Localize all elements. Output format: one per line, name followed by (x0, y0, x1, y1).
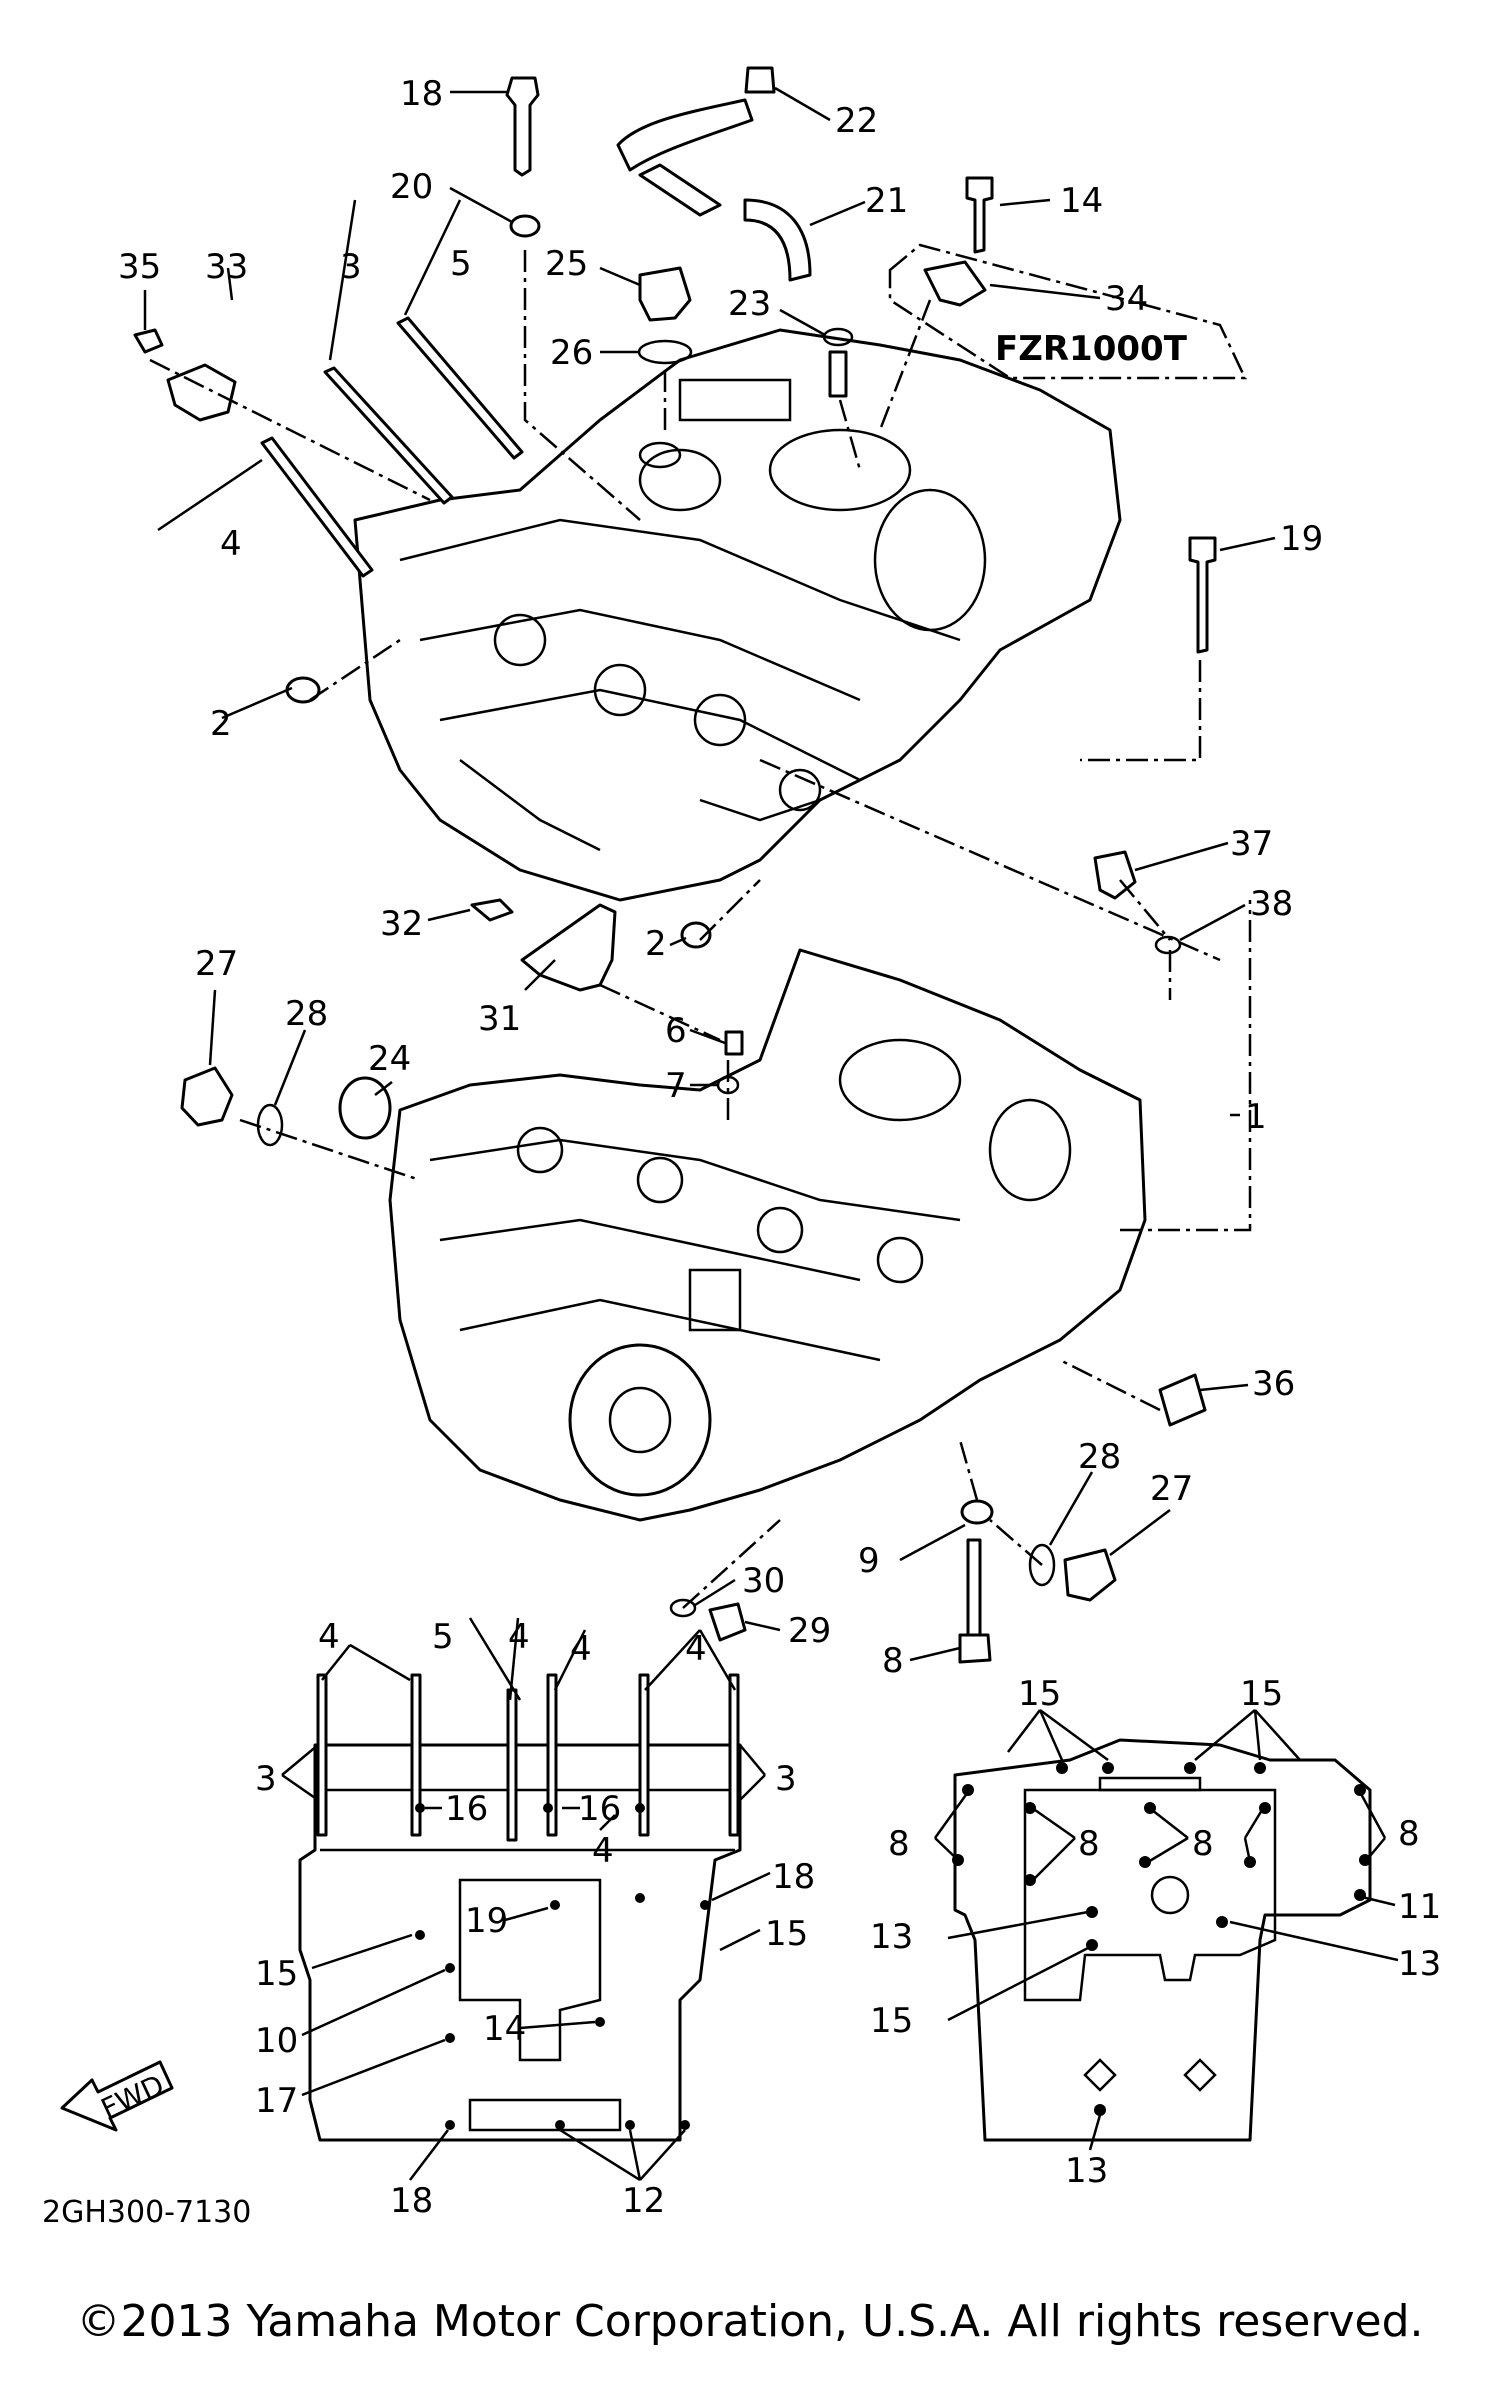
callout-8: 8 (882, 1641, 904, 1681)
callout-23: 23 (728, 284, 771, 324)
callout-2-lower: 2 (645, 924, 667, 964)
callout-36: 36 (1252, 1364, 1295, 1404)
left-inset-4c: 4 (570, 1629, 592, 1669)
callout-28-right: 28 (1078, 1437, 1121, 1477)
callout-19: 19 (1280, 519, 1323, 559)
left-inset-15a: 15 (255, 1954, 298, 1994)
callout-14: 14 (1060, 181, 1103, 221)
callout-9: 9 (858, 1541, 880, 1581)
callout-1: 1 (1245, 1097, 1267, 1137)
left-inset-19: 19 (465, 1901, 508, 1941)
left-inset-3b: 3 (775, 1759, 797, 1799)
callout-7: 7 (665, 1066, 687, 1106)
left-inset-15b: 15 (765, 1914, 808, 1954)
model-variant-label: FZR1000T (995, 329, 1188, 369)
left-inset-5: 5 (432, 1617, 454, 1657)
left-inset-10: 10 (255, 2021, 298, 2061)
left-inset-16b: 16 (578, 1789, 621, 1829)
right-inset-13c: 13 (1065, 2151, 1108, 2191)
callout-26: 26 (550, 333, 593, 373)
callout-22: 22 (835, 101, 878, 141)
callout-34: 34 (1105, 279, 1148, 319)
left-inset-17: 17 (255, 2081, 298, 2121)
left-inset-4e: 4 (592, 1831, 614, 1871)
callout-28-left: 28 (285, 994, 328, 1034)
left-inset-4b: 4 (508, 1617, 530, 1657)
right-inset-11: 11 (1398, 1887, 1441, 1927)
callout-27-right: 27 (1150, 1469, 1193, 1509)
callout-31: 31 (478, 999, 521, 1039)
forward-direction-arrow: FWD (60, 2060, 174, 2132)
diagram-code: 2GH300-7130 (42, 2195, 251, 2230)
right-inset-15b: 15 (1240, 1674, 1283, 1714)
right-inset-13a: 13 (870, 1917, 913, 1957)
callout-29: 29 (788, 1611, 831, 1651)
callout-27-left: 27 (195, 944, 238, 984)
right-inset-8d: 8 (1398, 1814, 1420, 1854)
right-inset-8a: 8 (888, 1824, 910, 1864)
callout-numbers: 18 22 20 21 14 35 33 3 5 25 23 34 26 19 … (118, 74, 1323, 1681)
callout-37: 37 (1230, 824, 1273, 864)
left-inset-12: 12 (622, 2181, 665, 2221)
callout-18: 18 (400, 74, 443, 114)
callout-2-upper: 2 (210, 704, 232, 744)
callout-38: 38 (1250, 884, 1293, 924)
right-inset-15c: 15 (870, 2001, 913, 2041)
callout-25: 25 (545, 244, 588, 284)
right-inset-13b: 13 (1398, 1944, 1441, 1984)
callout-3: 3 (340, 247, 362, 287)
assembly-lines (149, 250, 1252, 1609)
left-inset-4d: 4 (685, 1629, 707, 1669)
right-inset-leaders (933, 1708, 1399, 2151)
left-inset-18a: 18 (772, 1857, 815, 1897)
left-inset-4a: 4 (318, 1617, 340, 1657)
right-inset-8b: 8 (1078, 1824, 1100, 1864)
callout-33: 33 (205, 247, 248, 287)
fzr1000t-variant-box: FZR1000T (888, 243, 1247, 380)
callout-6: 6 (665, 1011, 687, 1051)
callout-35: 35 (118, 247, 161, 287)
small-parts (133, 66, 1217, 1664)
callout-20: 20 (390, 167, 433, 207)
left-inset-diagram: 4 5 4 4 4 3 3 16 16 4 18 19 15 15 10 14 … (255, 1617, 815, 2221)
studs (316, 1673, 740, 1842)
callout-4: 4 (220, 524, 242, 564)
right-inset-8c: 8 (1192, 1824, 1214, 1864)
left-inset-14: 14 (483, 2009, 526, 2049)
callout-30: 30 (742, 1561, 785, 1601)
callout-21: 21 (865, 181, 908, 221)
left-inset-leaders (281, 1617, 771, 2182)
right-inset-15a: 15 (1018, 1674, 1061, 1714)
right-inset-diagram: 15 15 8 8 8 8 11 13 13 15 13 (870, 1674, 1441, 2191)
bolt-holes (415, 1803, 710, 2130)
callout-leaders (143, 86, 1276, 1662)
left-inset-16a: 16 (445, 1789, 488, 1829)
left-inset-3a: 3 (255, 1759, 277, 1799)
callout-24: 24 (368, 1039, 411, 1079)
left-inset-18b: 18 (390, 2181, 433, 2221)
callout-5: 5 (450, 244, 472, 284)
copyright-notice: ©2013 Yamaha Motor Corporation, U.S.A. A… (76, 2296, 1424, 2347)
upper-crankcase (353, 328, 1122, 902)
callout-32: 32 (380, 904, 423, 944)
